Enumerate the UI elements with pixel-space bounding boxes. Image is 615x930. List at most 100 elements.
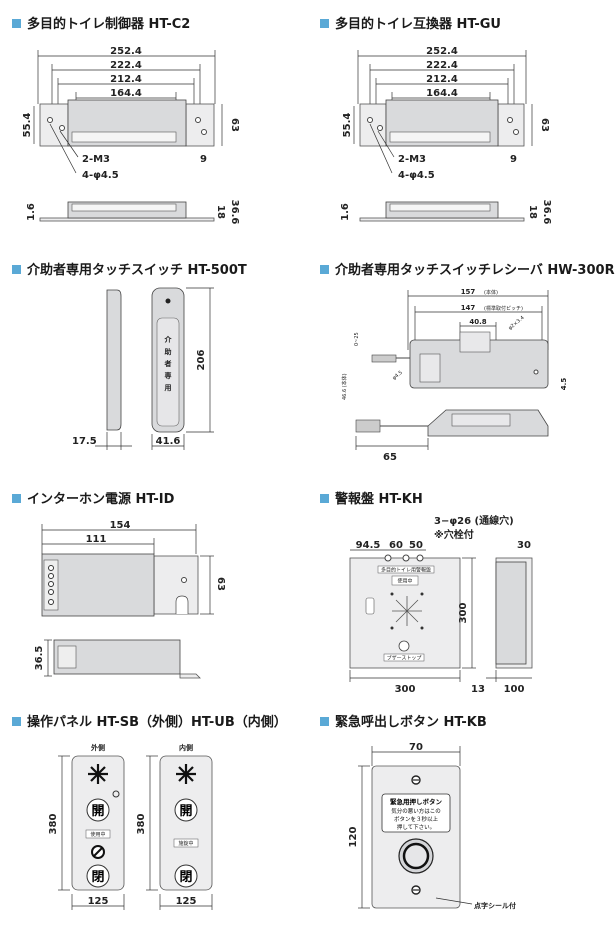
dim-text: φ4.5 [391,370,403,382]
mount-bracket [39,103,69,147]
dim-text: 252.4 [110,46,142,57]
dim-text: 222.4 [426,60,458,71]
dim-text: 94.5 [356,540,381,551]
dim-text: 36.6 [229,200,240,225]
dim-text: 63 [539,118,550,132]
dim-text: 380 [48,814,59,835]
terminal-strip [389,131,491,143]
outer-caption: 外側 [91,743,105,752]
dim-text: 100 [504,684,525,695]
dim-text: 0~25 [354,332,360,346]
dim-text: 18 [527,205,538,219]
dim-text: 125 [88,896,109,907]
square-bullet-icon [320,19,329,28]
instruction-label [381,793,451,833]
open-button-label: 開 [179,804,192,819]
switch-side-profile [106,289,122,431]
mount-bracket [497,103,525,147]
dim-text: 40.8 [469,318,486,326]
dim-note: (標準取付ピッチ) [484,305,523,312]
alarm-panel-depth [495,561,527,665]
section-title-text: 警報盤 HT-KH [335,492,423,507]
ht-id-drawing: 154 111 63 36.5 [34,520,226,679]
mount-hole [47,117,53,123]
dim-text: 30 [517,540,531,551]
hw-300r-drawing: 157 (本体) 147 (標準取付ピッチ) 40.8 φ2×3.4 0~25 … [341,288,568,463]
panel-ht-kh: 警報盤 HT-KH 3−φ26 (通線穴) ※穴栓付 94.5 60 50 30… [300,480,600,700]
section-title-text: インターホン電源 HT-ID [27,492,175,507]
plate-label [377,565,435,574]
ht-c2-drawing: 252.4 222.4 212.4 164.4 55.4 63 9 2-M3 4… [22,46,240,225]
section-title: 介助者専用タッチスイッチレシーバ HW-300R [320,259,615,278]
section-title-text: 多目的トイレ制御器 HT-C2 [27,17,191,32]
switch-face [156,317,180,427]
close-button-label: 閉 [179,870,192,885]
open-button[interactable] [86,798,110,822]
dim-text: 212.4 [426,74,458,85]
dim-text: 41.6 [156,436,181,447]
mount-slot [175,595,189,614]
panel-ht-gu: 多目的トイレ互換器 HT-GU 252.4 222.4 212.4 164.4 … [300,0,600,250]
status-lamp-text: 使用中 [90,831,105,838]
dim-text: 147 [461,304,476,312]
mount-hole [59,125,65,131]
dim-text: 222.4 [110,60,142,71]
panel-ht-c2: 多目的トイレ制御器 HT-C2 252.4 222.4 212.4 164.4 … [0,0,300,250]
mount-hole [181,577,187,583]
dim-text: 55.4 [22,113,33,138]
section-title: 警報盤 HT-KH [320,488,423,507]
status-lamp [173,838,199,848]
outer-panel [71,755,125,891]
key-slot [365,597,375,615]
close-button[interactable] [174,864,198,888]
dim-text: 3−φ26 (通線穴) [434,514,514,527]
square-bullet-icon [12,717,21,726]
buzzer-stop-text: ブザーストップ [387,655,422,662]
dim-text: 1.6 [340,203,351,221]
in-use-text: 使用中 [397,578,412,585]
ht-sb-ub-drawing: 外側 開 使用中 閉 380 125 内側 開 施錠中 閉 380 [48,743,213,910]
dim-text: 70 [409,742,423,753]
square-bullet-icon [12,265,21,274]
mount-hole [507,117,513,123]
emergency-asterisk-icon [88,764,108,784]
dim-text: 4-φ4.5 [82,170,119,181]
panel-ht-kb: 緊急呼出しボタン HT-KB 70 緊急用押しボタン 気分の悪い方はこの ボタン… [300,700,600,930]
panel-ht-id: インターホン電源 HT-ID 154 111 63 36.5 [0,480,300,700]
mount-hole [201,129,207,135]
dim-text: 36.5 [34,646,45,671]
section-title: 多目的トイレ制御器 HT-C2 [12,13,190,32]
buzzer-stop-button[interactable] [398,640,410,652]
dim-text: 18 [215,205,226,219]
dim-text: 157 [461,288,476,296]
mount-hole [195,117,201,123]
dim-text: 4-φ4.5 [398,170,435,181]
terminal-strip [71,131,177,143]
open-button[interactable] [174,798,198,822]
inner-panel [159,755,213,891]
instruction-line3: ボタンを３秒以上 [394,815,439,823]
instruction-line1: 緊急用押しボタン [390,797,443,806]
dim-text: 120 [348,827,359,848]
ht-kh-drawing: 3−φ26 (通線穴) ※穴栓付 94.5 60 50 30 多目的トイレ用警報… [349,514,533,695]
close-button[interactable] [86,864,110,888]
dim-text: 36.6 [541,200,552,225]
ht-500t-drawing: 介 助 者 専 用 206 17.5 41.6 [72,287,214,450]
mount-bracket [185,103,215,147]
square-bullet-icon [12,19,21,28]
cable-connector [355,419,381,433]
section-title-text: 介助者専用タッチスイッチレシーバ HW-300R [335,263,615,278]
dim-text: 252.4 [426,46,458,57]
power-unit-body [41,553,155,617]
dim-text: 2-M3 [82,154,110,165]
dim-text: 65 [383,452,397,463]
dim-text: 2-M3 [398,154,426,165]
terminal-strip [389,203,491,212]
mount-bracket [359,103,387,147]
dim-text: ※穴栓付 [434,528,474,541]
dim-text: 9 [510,154,517,165]
mount-hole [533,369,539,375]
ht-kb-drawing: 70 緊急用押しボタン 気分の悪い方はこの ボタンを３秒以上 押して下さい。 1… [348,742,516,910]
dim-text: 9 [200,154,207,165]
face-label-char: 者 [164,359,172,368]
